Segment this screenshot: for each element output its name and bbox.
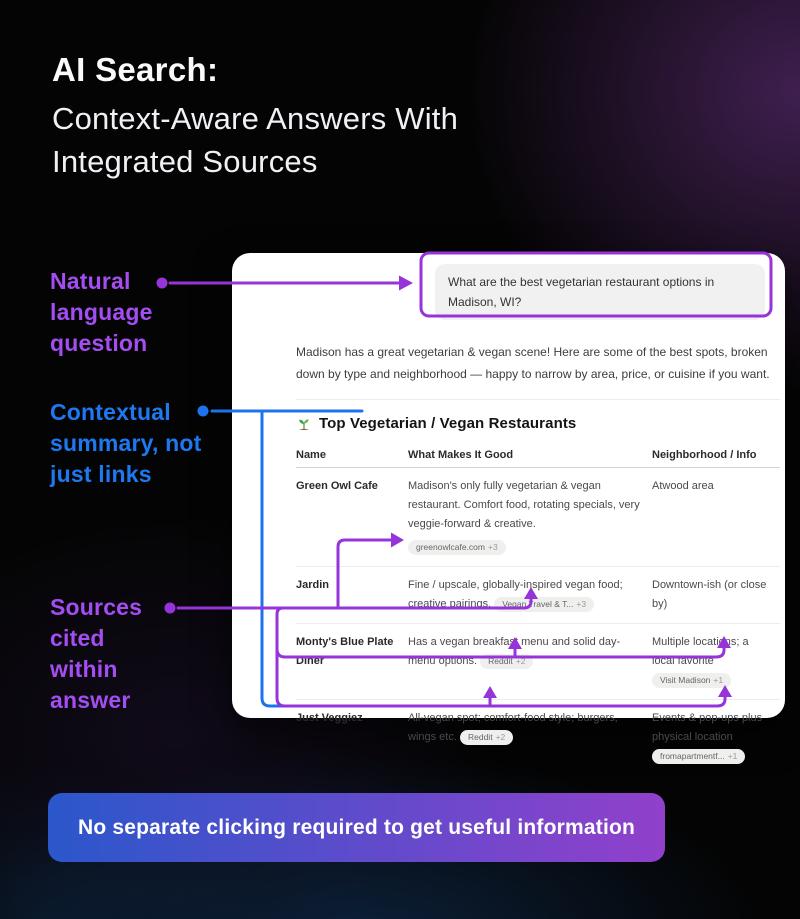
column-header-what-makes-it-good: What Makes It Good: [408, 443, 652, 468]
column-header-name: Name: [296, 443, 408, 468]
user-question-bubble: What are the best vegetarian restaurant …: [435, 264, 765, 320]
restaurant-name: Green Owl Cafe: [296, 467, 408, 567]
label-contextual-summary: Contextual summary, not just links: [50, 399, 202, 487]
source-pill[interactable]: Vegan Travel & T...+3: [494, 596, 595, 612]
page-title-bold: AI Search:: [52, 51, 219, 88]
column-header-neighborhood-info: Neighborhood / Info: [652, 443, 780, 468]
sources-dot: [164, 602, 176, 614]
table-row: Green Owl Cafe Madison's only fully vege…: [296, 467, 780, 567]
restaurant-description: All-vegan spot; comfort-food style; burg…: [408, 712, 618, 743]
table-row: Just Veggiez All-vegan spot; comfort-foo…: [296, 700, 780, 776]
section-header: Top Vegetarian / Vegan Restaurants: [296, 415, 576, 432]
takeaway-banner: No separate clicking required to get use…: [48, 793, 665, 862]
section-divider: [296, 399, 780, 400]
source-pill[interactable]: Visit Madison+1: [652, 672, 732, 688]
restaurant-name: Monty's Blue Plate Diner: [296, 623, 408, 700]
table-row: Jardin Fine / upscale, globally-inspired…: [296, 566, 780, 624]
chat-answer-card: What are the best vegetarian restaurant …: [232, 253, 785, 764]
label-sources-cited: Sources cited within answer: [50, 594, 143, 713]
restaurants-table: Name What Makes It Good Neighborhood / I…: [296, 443, 780, 775]
table-header-row: Name What Makes It Good Neighborhood / I…: [296, 443, 780, 468]
restaurant-name: Just Veggiez: [296, 712, 363, 724]
source-pill[interactable]: Reddit+2: [480, 653, 534, 669]
page-title: AI Search: Context-Aware Answers With In…: [52, 50, 458, 183]
restaurant-info: Events & pop-ups plus physical location: [652, 712, 763, 743]
ai-answer-text: Madison has a great vegetarian & vegan s…: [296, 345, 770, 381]
label-natural-language-question: Natural language question: [50, 268, 153, 356]
source-pill[interactable]: Reddit+2: [459, 729, 514, 745]
restaurant-info: Downtown-ish (or close by): [652, 566, 780, 624]
restaurant-info: Multiple locations; a local favorite: [652, 636, 749, 667]
page-title-line3: Integrated Sources: [52, 144, 318, 179]
section-title: Top Vegetarian / Vegan Restaurants: [319, 415, 577, 432]
restaurant-description: Madison's only fully vegetarian & vegan …: [408, 480, 640, 530]
source-pill[interactable]: greenowlcafe.com+3: [408, 539, 506, 555]
restaurant-info: Atwood area: [652, 467, 780, 567]
seedling-icon: [299, 418, 309, 430]
table-row: Monty's Blue Plate Diner Has a vegan bre…: [296, 623, 780, 700]
restaurant-name: Jardin: [296, 566, 408, 624]
page-title-line2: Context-Aware Answers With: [52, 101, 459, 136]
takeaway-banner-text: No separate clicking required to get use…: [77, 815, 636, 839]
source-pill[interactable]: fromapartmentf...+1: [652, 748, 746, 764]
